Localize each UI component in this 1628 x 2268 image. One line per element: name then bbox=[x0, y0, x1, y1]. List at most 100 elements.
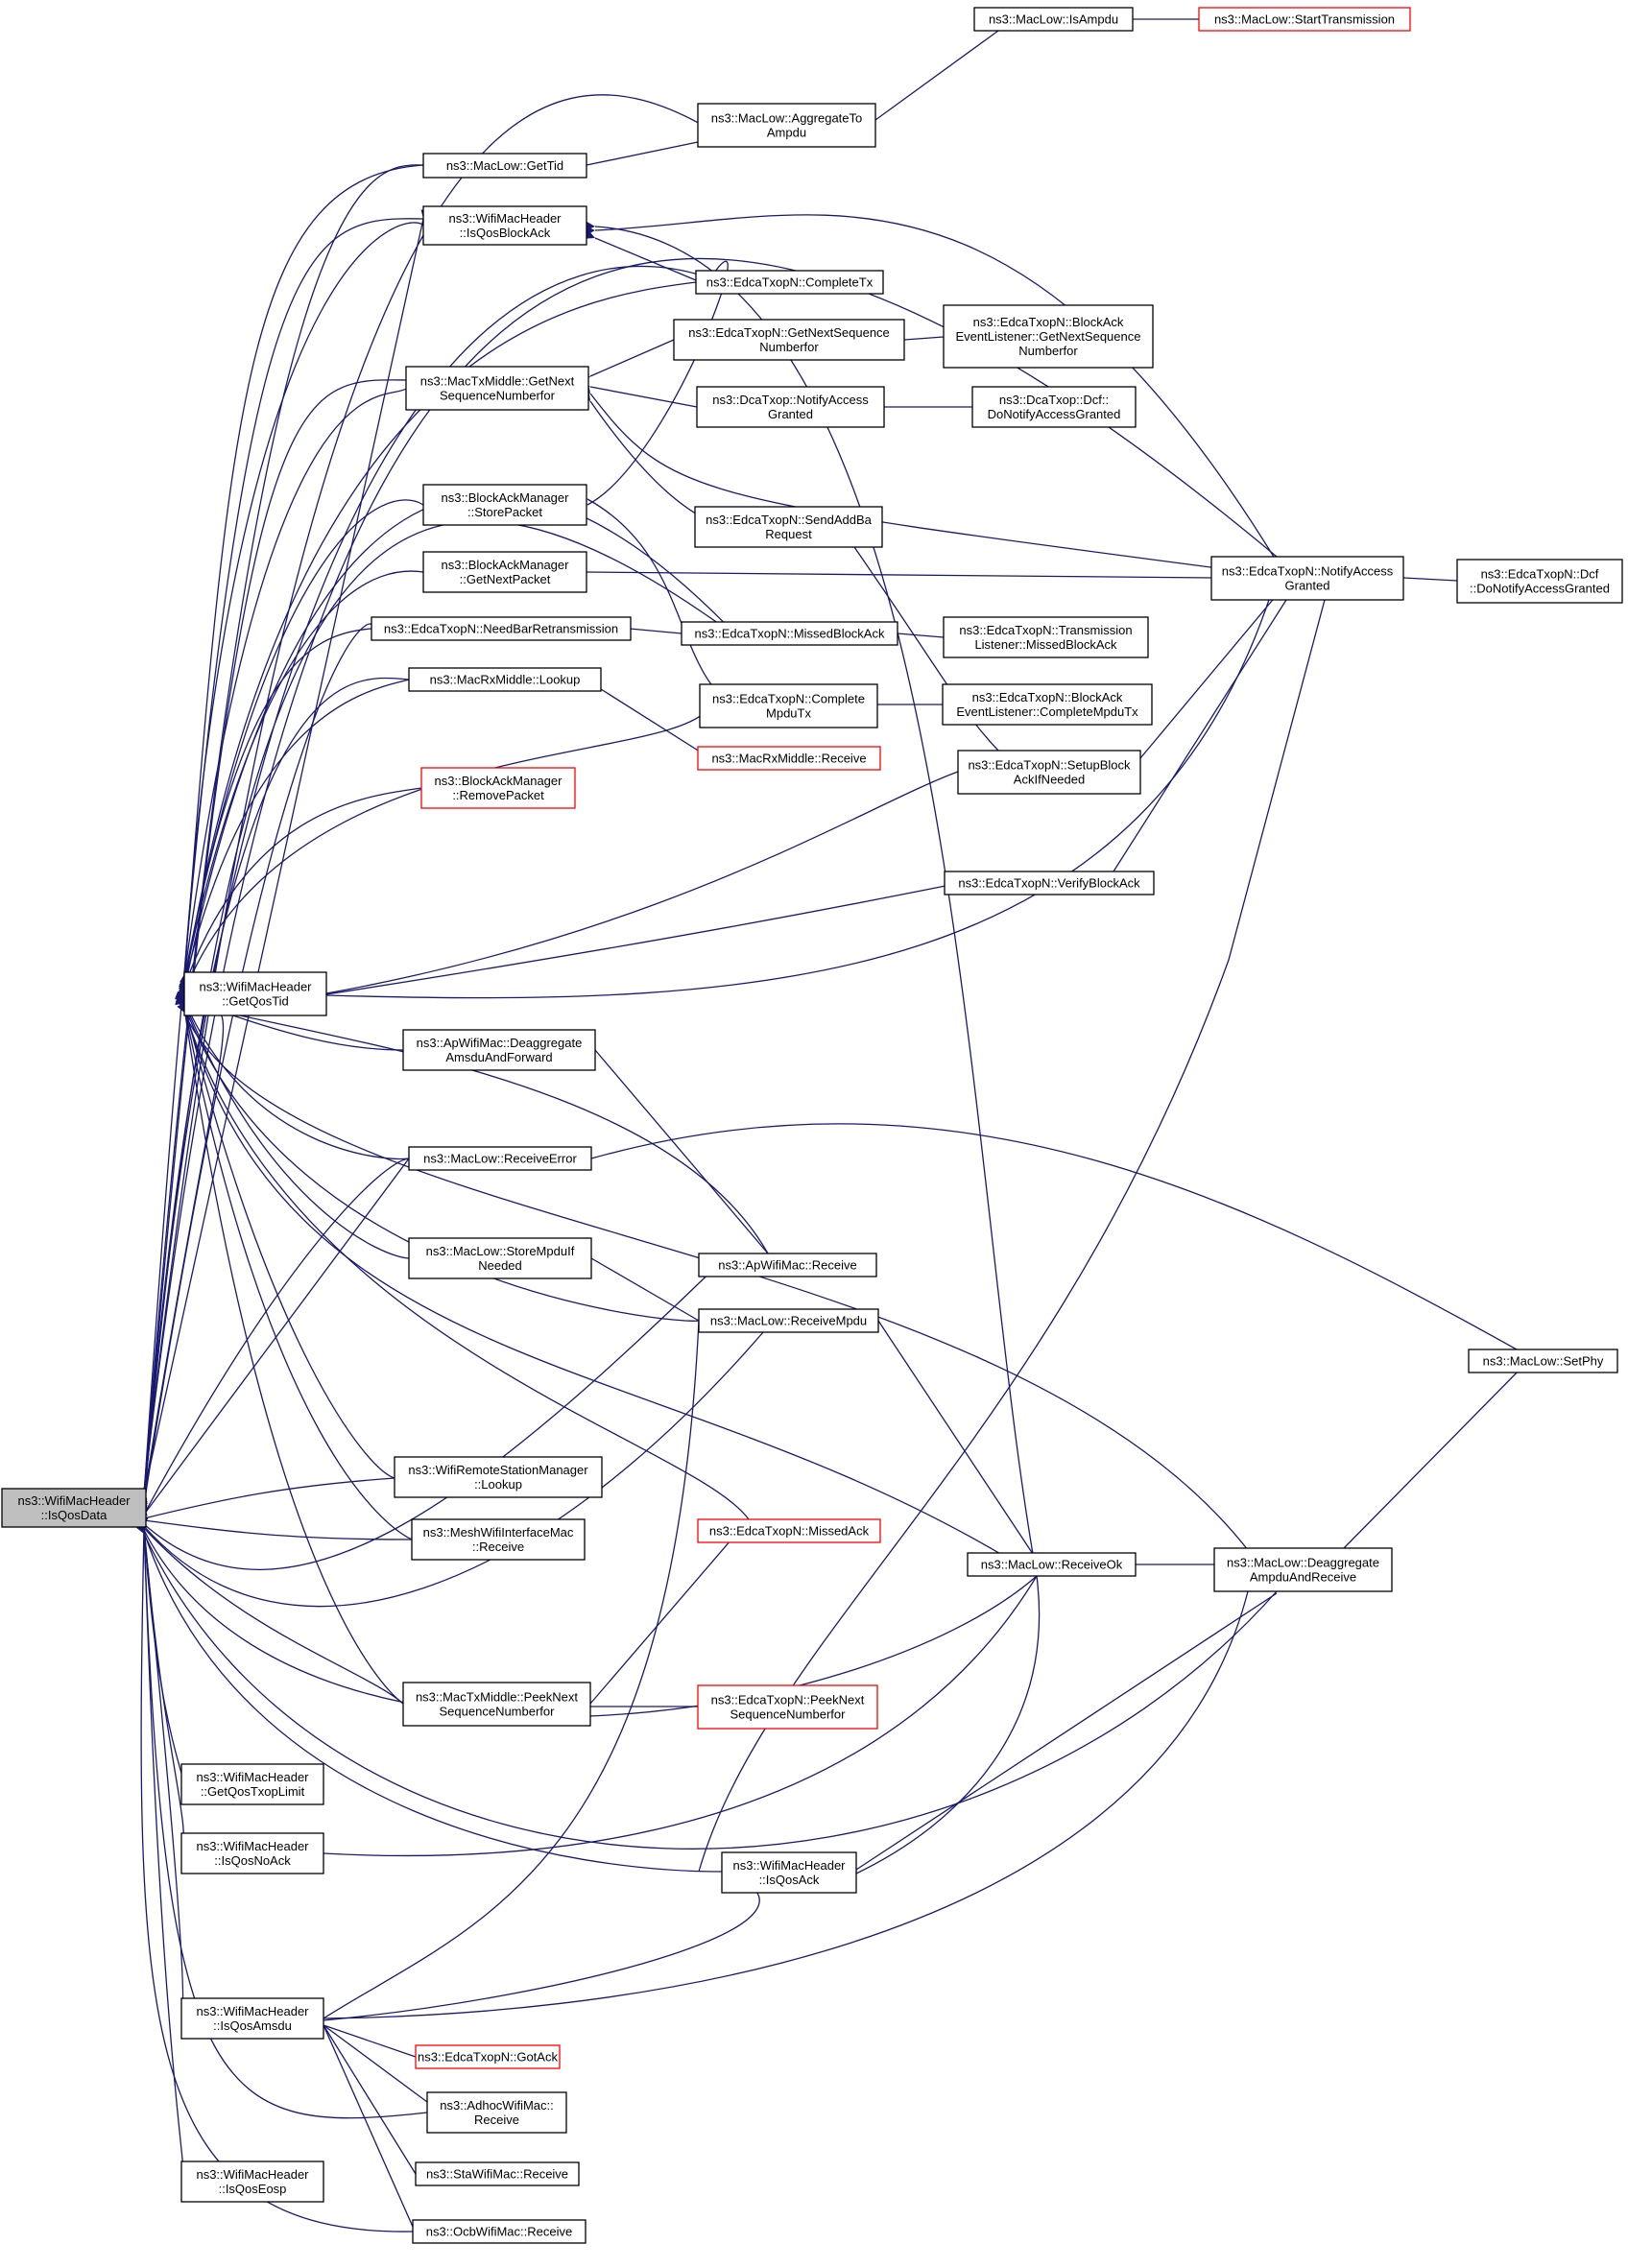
node-box bbox=[695, 270, 884, 295]
node-label: ::GetNextPacket bbox=[460, 572, 551, 586]
node-dcanotify[interactable]: ns3::DcaTxop::NotifyAccessGranted bbox=[696, 386, 885, 428]
node-box bbox=[405, 366, 589, 411]
node-apdeagg[interactable]: ns3::ApWifiMac::DeaggregateAmsduAndForwa… bbox=[402, 1029, 596, 1071]
call-edge bbox=[582, 1123, 1518, 1350]
node-peeknextmiddle[interactable]: ns3::MacTxMiddle::PeekNextSequenceNumber… bbox=[402, 1682, 591, 1727]
call-edge bbox=[870, 1311, 1038, 1561]
node-receiveerror[interactable]: ns3::MacLow::ReceiveError bbox=[408, 1146, 592, 1171]
call-edge bbox=[136, 1523, 1278, 1850]
node-label: Granted bbox=[1285, 579, 1330, 593]
node-verifyblockack[interactable]: ns3::EdcaTxopN::VerifyBlockAck bbox=[944, 871, 1155, 895]
node-label: ns3::BlockAckManager bbox=[442, 490, 570, 505]
node-missedack[interactable]: ns3::EdcaTxopN::MissedAck bbox=[697, 1518, 881, 1543]
call-edge bbox=[138, 379, 407, 1509]
node-getqostid[interactable]: ns3::WifiMacHeader::GetQosTid bbox=[183, 971, 327, 1016]
call-edge bbox=[620, 623, 682, 634]
node-box bbox=[371, 616, 632, 641]
node-isqoseosp[interactable]: ns3::WifiMacHeader::IsQosEosp bbox=[180, 2161, 324, 2203]
node-label: DoNotifyAccessGranted bbox=[988, 407, 1121, 421]
node-box bbox=[420, 767, 576, 809]
node-label: ns3::WifiMacHeader bbox=[196, 1839, 309, 1853]
node-isqosblockack[interactable]: ns3::WifiMacHeader::IsQosBlockAck bbox=[422, 205, 587, 246]
node-storepacket[interactable]: ns3::BlockAckManager::StorePacket bbox=[422, 484, 587, 526]
node-rxmiddlereceive[interactable]: ns3::MacRxMiddle::Receive bbox=[697, 746, 881, 771]
node-label: ns3::EdcaTxopN::NotifyAccess bbox=[1222, 564, 1394, 579]
node-label: ns3::EdcaTxopN::GotAck bbox=[418, 2050, 558, 2065]
node-edcapeeknext[interactable]: ns3::EdcaTxopN::PeekNextSequenceNumberfo… bbox=[697, 1684, 878, 1730]
node-box bbox=[942, 683, 1153, 726]
node-label: MpduTx bbox=[766, 706, 811, 721]
node-completetx[interactable]: ns3::EdcaTxopN::CompleteTx bbox=[695, 270, 884, 295]
node-notifyaccess[interactable]: ns3::EdcaTxopN::NotifyAccessGranted bbox=[1210, 556, 1404, 601]
node-removepacket[interactable]: ns3::BlockAckManager::RemovePacket bbox=[420, 767, 576, 809]
node-isqosamsdu[interactable]: ns3::WifiMacHeader::IsQosAmsdu bbox=[180, 1997, 324, 2040]
node-label: ns3::MacLow::ReceiveMpdu bbox=[710, 1314, 867, 1328]
node-label: ::IsQosAck bbox=[759, 1873, 820, 1887]
node-needbar[interactable]: ns3::EdcaTxopN::NeedBarRetransmission bbox=[371, 616, 632, 641]
node-label: ::IsQosNoAck bbox=[214, 1853, 291, 1868]
node-label: Granted bbox=[768, 407, 813, 421]
node-isqosnoack[interactable]: ns3::WifiMacHeader::IsQosNoAck bbox=[180, 1832, 324, 1874]
node-box bbox=[1, 1488, 147, 1528]
node-box bbox=[1213, 1547, 1393, 1592]
node-meshreceive[interactable]: ns3::MeshWifiInterfaceMac::Receive bbox=[411, 1518, 586, 1561]
node-completempdutx[interactable]: ns3::EdcaTxopN::CompleteMpduTx bbox=[699, 683, 878, 728]
node-label: AmpduAndReceive bbox=[1250, 1570, 1356, 1585]
node-edcadcfnotify[interactable]: ns3::EdcaTxopN::Dcf::DoNotifyAccessGrant… bbox=[1456, 559, 1623, 604]
call-edge bbox=[577, 141, 699, 172]
node-stareceive[interactable]: ns3::StaWifiMac::Receive bbox=[415, 2161, 580, 2186]
call-edge bbox=[177, 1002, 1278, 1592]
node-apreceive[interactable]: ns3::ApWifiMac::Receive bbox=[698, 1253, 877, 1277]
node-receiveok[interactable]: ns3::MacLow::ReceiveOk bbox=[967, 1552, 1137, 1577]
node-starttx[interactable]: ns3::MacLow::StartTransmission bbox=[1198, 7, 1411, 32]
node-blockackcomplete[interactable]: ns3::EdcaTxopN::BlockAckEventListener::C… bbox=[942, 683, 1153, 726]
node-getqostxop[interactable]: ns3::WifiMacHeader::GetQosTxopLimit bbox=[180, 1763, 324, 1805]
node-label: ::GetQosTxopLimit bbox=[201, 1784, 305, 1799]
node-label: ns3::MeshWifiInterfaceMac bbox=[423, 1525, 574, 1540]
node-box bbox=[1210, 556, 1404, 601]
node-box bbox=[694, 506, 883, 548]
node-box bbox=[698, 1308, 879, 1333]
node-rsmlookup[interactable]: ns3::WifiRemoteStationManager::Lookup bbox=[394, 1456, 603, 1498]
node-label: AmsduAndForward bbox=[445, 1050, 552, 1064]
node-isqosack[interactable]: ns3::WifiMacHeader::IsQosAck bbox=[721, 1851, 857, 1894]
node-label: Numberfor bbox=[1018, 344, 1078, 358]
node-box bbox=[408, 667, 602, 692]
node-gettid[interactable]: ns3::MacLow::GetTid bbox=[422, 153, 587, 179]
node-label: ns3::MacLow::ReceiveOk bbox=[981, 1558, 1123, 1572]
node-gotack[interactable]: ns3::EdcaTxopN::GotAck bbox=[415, 2044, 561, 2069]
node-adhocreceive[interactable]: ns3::AdhocWifiMac::Receive bbox=[426, 2091, 567, 2134]
node-missedblockack[interactable]: ns3::EdcaTxopN::MissedBlockAck bbox=[681, 621, 898, 646]
node-translistener[interactable]: ns3::EdcaTxopN::TransmissionListener::Mi… bbox=[943, 616, 1149, 658]
node-box bbox=[402, 1029, 596, 1071]
node-label: Receive bbox=[474, 2113, 519, 2127]
node-box bbox=[412, 2219, 587, 2244]
node-ocbreceive[interactable]: ns3::OcbWifiMac::Receive bbox=[412, 2219, 587, 2244]
node-setphy[interactable]: ns3::MacLow::SetPhy bbox=[1468, 1349, 1618, 1373]
call-edge bbox=[178, 493, 740, 1000]
node-isampdu[interactable]: ns3::MacLow::IsAmpdu bbox=[973, 7, 1134, 32]
node-blockackgetnext[interactable]: ns3::EdcaTxopN::BlockAckEventListener::G… bbox=[943, 304, 1154, 369]
node-lookup[interactable]: ns3::MacRxMiddle::Lookup bbox=[408, 667, 602, 692]
node-dcfnotify[interactable]: ns3::DcaTxop::Dcf::DoNotifyAccessGranted bbox=[971, 386, 1137, 428]
node-label: ns3::MacLow::IsAmpdu bbox=[989, 12, 1118, 27]
node-receivempdu[interactable]: ns3::MacLow::ReceiveMpdu bbox=[698, 1308, 879, 1333]
node-getnextpacket[interactable]: ns3::BlockAckManager::GetNextPacket bbox=[422, 551, 587, 593]
node-label: ns3::EdcaTxopN::MissedAck bbox=[709, 1524, 870, 1539]
node-box bbox=[422, 205, 587, 246]
call-edge bbox=[581, 1518, 750, 1713]
node-label: ns3::WifiMacHeader bbox=[732, 1858, 846, 1873]
node-box bbox=[402, 1682, 591, 1727]
call-edge bbox=[178, 998, 1038, 1577]
node-getnextseqmiddle[interactable]: ns3::MacTxMiddle::GetNextSequenceNumberf… bbox=[405, 366, 589, 411]
node-root[interactable]: ns3::WifiMacHeader::IsQosData bbox=[1, 1488, 147, 1528]
call-edge bbox=[175, 996, 769, 1254]
node-label: ns3::EdcaTxopN::MissedBlockAck bbox=[695, 627, 885, 641]
